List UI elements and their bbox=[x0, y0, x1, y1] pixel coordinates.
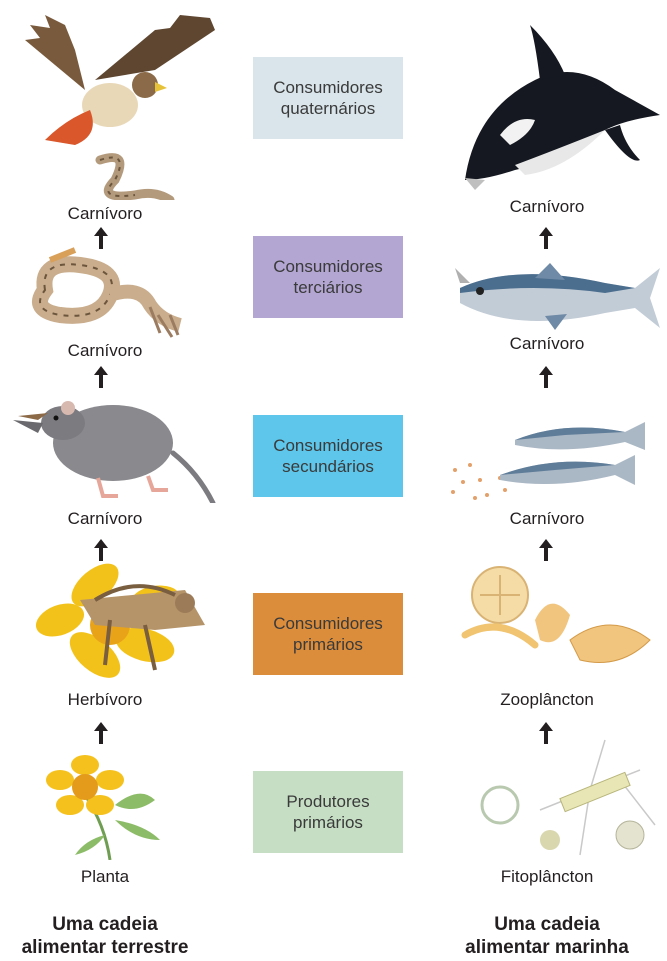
terrestrial-label-primary: Herbívoro bbox=[5, 690, 205, 710]
herring-illustration bbox=[445, 410, 665, 505]
marine-label-secondary: Carnívoro bbox=[447, 509, 647, 529]
phytoplankton-illustration bbox=[470, 725, 665, 865]
terrestrial-chain-caption: Uma cadeia alimentar terrestre bbox=[0, 913, 225, 959]
level-box-producers: Produtores primários bbox=[253, 771, 403, 853]
arrow-up-icon bbox=[94, 227, 108, 249]
zooplankton-illustration bbox=[460, 560, 660, 680]
level-box-primary: Consumidores primários bbox=[253, 593, 403, 675]
arrow-up-icon bbox=[94, 722, 108, 744]
level-box-quaternary: Consumidores quaternários bbox=[253, 57, 403, 139]
orca-illustration bbox=[455, 20, 665, 190]
shrew-illustration bbox=[8, 378, 218, 503]
marine-label-tertiary: Carnívoro bbox=[447, 334, 647, 354]
arrow-up-icon bbox=[539, 722, 553, 744]
arrow-up-icon bbox=[539, 539, 553, 561]
grasshopper-flower-illustration bbox=[35, 545, 210, 680]
hawk-illustration bbox=[5, 10, 220, 200]
level-box-secondary: Consumidores secundários bbox=[253, 415, 403, 497]
arrow-up-icon bbox=[94, 366, 108, 388]
arrow-up-icon bbox=[539, 366, 553, 388]
marine-label-producer: Fitoplâncton bbox=[447, 867, 647, 887]
rattlesnake-illustration bbox=[20, 245, 185, 340]
tuna-illustration bbox=[455, 258, 665, 338]
level-box-tertiary: Consumidores terciários bbox=[253, 236, 403, 318]
terrestrial-label-producer: Planta bbox=[5, 867, 205, 887]
arrow-up-icon bbox=[539, 227, 553, 249]
marine-label-quaternary: Carnívoro bbox=[447, 197, 647, 217]
arrow-up-icon bbox=[94, 539, 108, 561]
marine-chain-caption: Uma cadeia alimentar marinha bbox=[427, 913, 667, 959]
terrestrial-label-quaternary: Carnívoro bbox=[5, 204, 205, 224]
marine-label-primary: Zooplâncton bbox=[447, 690, 647, 710]
terrestrial-label-secondary: Carnívoro bbox=[5, 509, 205, 529]
terrestrial-label-tertiary: Carnívoro bbox=[5, 341, 205, 361]
flowering-plant-illustration bbox=[45, 745, 170, 860]
